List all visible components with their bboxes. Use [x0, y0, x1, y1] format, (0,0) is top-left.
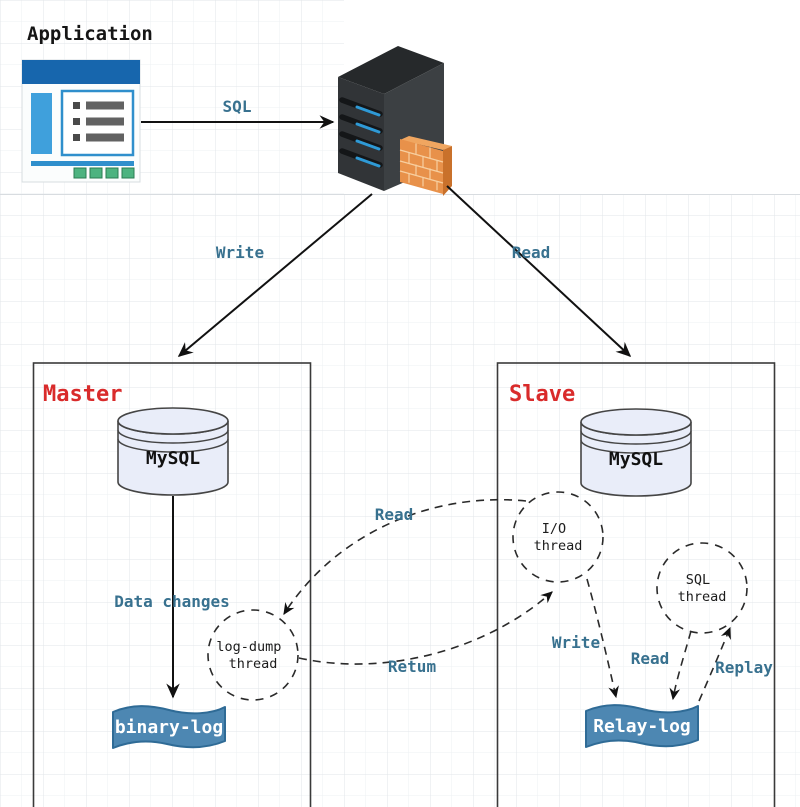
- io-thread-node: I/O thread: [512, 491, 604, 583]
- read-arrow-label: Read: [512, 243, 551, 262]
- sql-connection: SQL: [141, 97, 335, 129]
- server-slot-lights: [355, 105, 381, 168]
- window-bottom-bar: [31, 161, 134, 166]
- firewall-icon: [399, 136, 452, 196]
- firewall-brick-lines: [399, 143, 444, 191]
- sql-read-arrow: [669, 630, 692, 701]
- relay-log-banner: Relay-log: [585, 704, 699, 748]
- replication-read-connection: Read: [283, 498, 527, 616]
- master-title: Master: [43, 382, 122, 407]
- log-dump-thread-label: log-dump thread: [216, 639, 289, 672]
- write-arrow-label: Write: [216, 243, 264, 262]
- slave-title: Slave: [509, 382, 575, 407]
- list-lines: [86, 101, 124, 142]
- sql-thread-node: SQL thread: [656, 542, 748, 634]
- replay-arrow: [698, 626, 731, 702]
- write-arrow: [177, 193, 373, 357]
- sql-read-connection: Read: [631, 630, 692, 701]
- database-server-node: [338, 46, 452, 196]
- data-changes-label: Data changes: [114, 592, 230, 611]
- replication-return-arrow: [298, 591, 553, 665]
- server-top-face: [338, 46, 444, 94]
- list-bullets: [73, 102, 80, 141]
- master-db-label: MySQL: [146, 448, 200, 469]
- read-connection: Read: [446, 185, 632, 358]
- window-titlebar: [22, 60, 140, 84]
- replay-connection: Replay: [698, 626, 773, 702]
- io-write-label: Write: [552, 633, 600, 652]
- window-green-tiles: [73, 167, 135, 179]
- slave-mysql-cylinder: MySQL: [580, 408, 692, 497]
- binary-log-banner: binary-log: [112, 705, 226, 749]
- replication-read-label: Read: [375, 505, 414, 524]
- data-changes-connection: Data changes: [114, 496, 230, 699]
- master-box: [32, 362, 312, 807]
- read-arrow: [446, 185, 632, 358]
- sql-thread-label: SQL thread: [678, 572, 727, 605]
- io-write-arrow: [586, 578, 619, 699]
- sql-read-label: Read: [631, 649, 670, 668]
- replication-return-label: Retum: [388, 657, 437, 676]
- application-label: Application: [27, 23, 153, 45]
- sql-arrow-label: SQL: [223, 97, 252, 116]
- sql-thread-circle: [656, 542, 748, 634]
- replication-return-connection: Retum: [298, 591, 553, 676]
- slave-box: [496, 362, 776, 807]
- master-mysql-cylinder: MySQL: [117, 407, 229, 496]
- binary-log-label: binary-log: [115, 717, 223, 738]
- firewall-side: [443, 146, 452, 196]
- replication-read-arrow: [283, 498, 527, 616]
- window-sidebar: [31, 93, 52, 154]
- firewall-top: [400, 136, 452, 150]
- replay-label: Replay: [715, 658, 773, 677]
- io-thread-circle: [512, 491, 604, 583]
- io-thread-label: I/O thread: [534, 521, 583, 554]
- relay-log-label: Relay-log: [593, 716, 691, 737]
- master-group: Master MySQL Data changes log-dump threa…: [32, 362, 312, 807]
- io-write-connection: Write: [552, 578, 619, 699]
- log-dump-thread-node: log-dump thread: [207, 609, 299, 701]
- application-window-icon: [21, 59, 141, 183]
- application-node: Application: [21, 23, 153, 183]
- slave-db-label: MySQL: [609, 449, 663, 470]
- write-connection: Write: [177, 193, 373, 357]
- log-dump-thread-circle: [207, 609, 299, 701]
- slave-group: Slave MySQL I/O thread SQL thread Write: [496, 362, 776, 807]
